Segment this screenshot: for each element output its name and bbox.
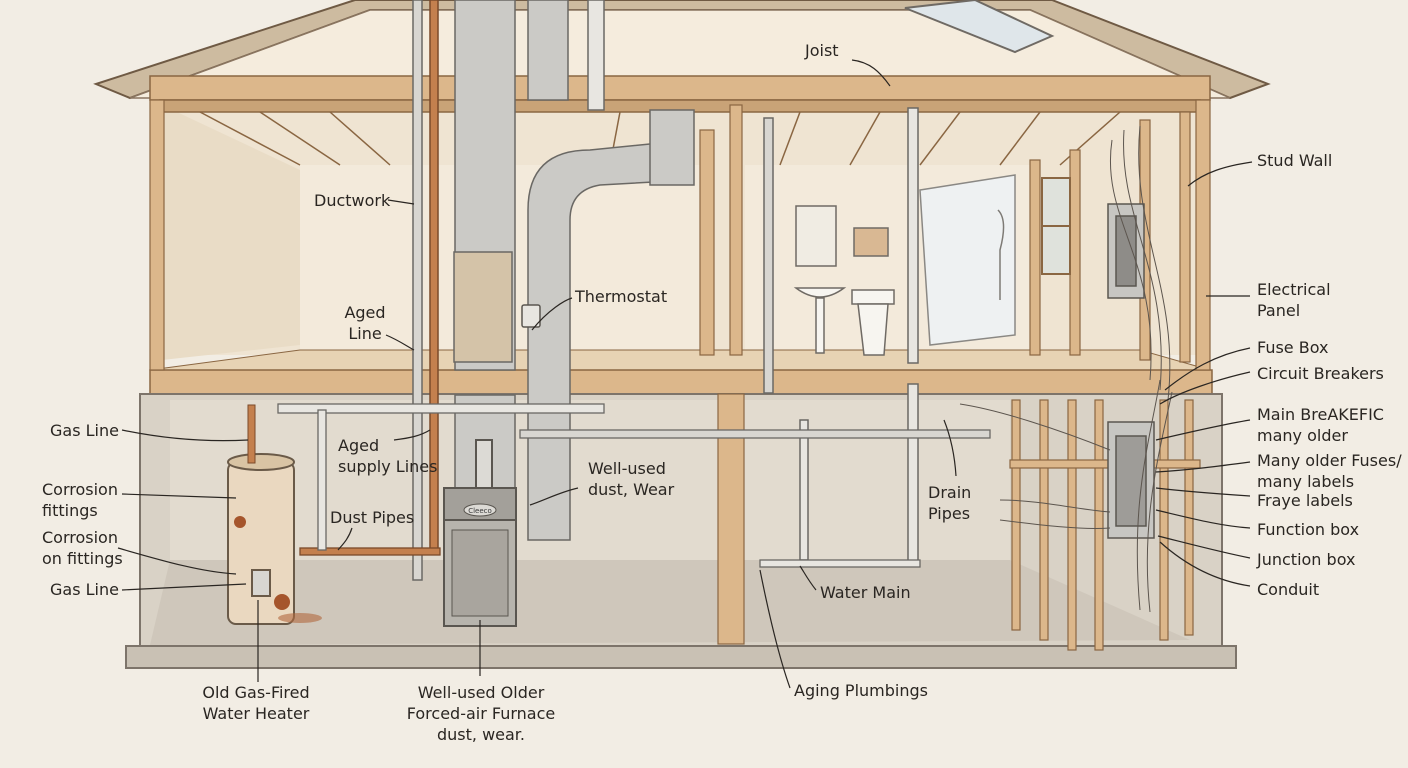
floor-beam [149,349,1213,395]
label-water-main: Water Main [820,583,911,602]
label-thermostat: Thermostat [575,287,668,306]
label-function-box: Function box [1257,520,1360,539]
label-gas-line-top: Gas Line [50,421,119,440]
furnace: Cleeco [443,439,517,627]
thermostat-device [521,304,541,328]
label-junction-box: Junction box [1257,550,1356,569]
label-dust-pipes: Dust Pipes [330,508,415,527]
label-circuit-breakers: Circuit Breakers [1257,364,1384,383]
window [1041,177,1071,275]
leader-lines [117,59,1253,689]
bathroom [793,174,1016,356]
label-aging-plumbing: Aging Plumbings [794,681,928,700]
label-fuse-box: Fuse Box [1257,338,1329,357]
label-ductwork: Ductwork [314,191,391,210]
label-stud-wall: Stud Wall [1257,151,1333,170]
label-many-older-fuses: Many older Fuses/many labels [1257,451,1402,491]
wiring [959,125,1173,613]
label-joist: Joist [805,41,839,60]
label-gas-line-bottom: Gas Line [50,580,119,599]
svg-text:Cleeco: Cleeco [468,507,492,515]
electrical-panel-upper [1107,203,1145,299]
label-fraye-labels: Fraye labels [1257,491,1353,510]
basement-pipes [277,403,991,568]
fuse-box-lower [1107,421,1155,539]
label-conduit: Conduit [1257,580,1320,599]
